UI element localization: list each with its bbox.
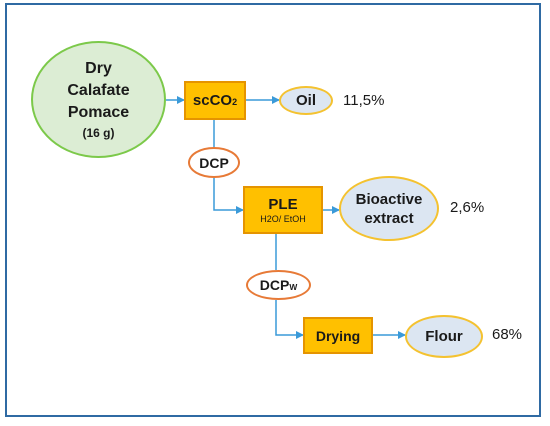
start-line3: Pomace	[67, 103, 130, 121]
intermediate-dcpw: DCPW	[246, 270, 311, 300]
yield-oil: 11,5%	[343, 92, 385, 109]
intermediate-dcp: DCP	[188, 147, 240, 178]
intermediate-dcp-label: DCP	[199, 154, 229, 171]
step-scco2: scCO2	[184, 81, 246, 120]
yield-flour: 68%	[492, 326, 523, 343]
product-extract-line2: extract	[364, 209, 414, 227]
step-drying: Drying	[303, 317, 373, 354]
product-flour: Flour	[405, 315, 483, 358]
step-scco2-label: scCO2	[192, 92, 238, 109]
step-ple: PLE H2O/ EtOH	[243, 186, 323, 234]
product-extract-line1: Bioactive	[355, 190, 423, 208]
start-line1: Dry	[85, 59, 112, 77]
product-bioactive-extract: Bioactive extract	[339, 176, 439, 241]
step-ple-solvents: H2O/ EtOH	[260, 213, 306, 224]
diagram-frame	[5, 3, 541, 417]
intermediate-dcpw-label: DCPW	[259, 277, 298, 293]
start-mass: (16 g)	[82, 125, 115, 140]
step-ple-title: PLE	[268, 195, 298, 213]
product-oil-label: Oil	[295, 92, 316, 109]
step-drying-label: Drying	[315, 327, 361, 344]
start-line2: Calafate	[67, 81, 130, 99]
start-dry-calafate-pomace: Dry Calafate Pomace (16 g)	[31, 41, 166, 158]
product-flour-label: Flour	[425, 328, 463, 345]
product-oil: Oil	[279, 86, 333, 115]
yield-extract: 2,6%	[450, 199, 485, 216]
